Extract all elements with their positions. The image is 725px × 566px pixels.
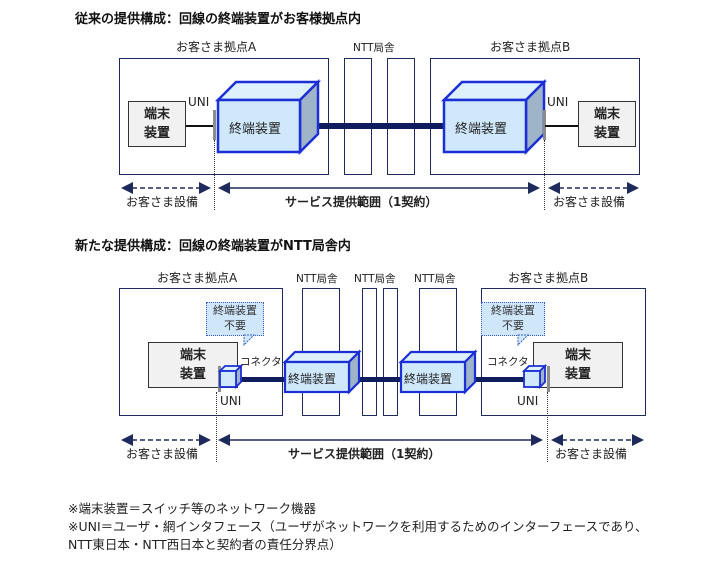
service-scope-label: サービス提供範囲（1契約）	[285, 195, 438, 209]
termination-device-b-label: 終端装置	[455, 122, 508, 137]
termination-device-office-a	[282, 349, 362, 395]
bubble-line-2: 不要	[502, 319, 524, 332]
bubble-tail-a	[243, 334, 256, 347]
site-b-label-2: お客さま拠点B	[508, 271, 589, 285]
note-uni: ※UNI＝ユーザ・網インタフェース（ユーザがネットワークを利用するためのインター…	[68, 519, 648, 534]
bubble-line-2: 不要	[224, 319, 246, 332]
bubble-line-1: 終端装置	[491, 304, 535, 317]
connector-label-b: コネクタ	[487, 356, 529, 368]
termination-device-office-b	[398, 349, 478, 395]
connector-b	[521, 363, 548, 390]
ntt-office-mid-2	[383, 288, 398, 416]
terminal-label-2: 装置	[593, 126, 620, 141]
bubble-line-1: 終端装置	[213, 304, 257, 317]
uni-point-b-2	[547, 366, 550, 392]
boundary-line-a	[214, 140, 215, 210]
ntt-office-mid-1	[362, 288, 377, 416]
no-device-needed-bubble-b: 終端装置不要	[481, 302, 545, 336]
uni-link-a	[186, 125, 214, 127]
customer-equipment-label-b: お客さま設備	[553, 195, 626, 209]
terminal-device-a: 端末装置	[128, 101, 186, 147]
terminal-label-1: 端末	[143, 107, 170, 122]
ntt-office-label-2: NTT局舎	[354, 273, 396, 285]
bubble-tail-b	[517, 334, 530, 347]
uni-label-a-2: UNI	[220, 394, 242, 408]
boundary-line-b	[544, 140, 545, 210]
ntt-office-label-1: NTT局舎	[296, 273, 338, 285]
uni-label-b: UNI	[547, 95, 569, 109]
site-b-label: お客さま拠点B	[490, 40, 571, 54]
connector-label-a: コネクタ	[240, 356, 282, 368]
ntt-office-2	[387, 58, 415, 175]
termination-device-a-label: 終端装置	[229, 122, 282, 137]
terminal-label-2: 装置	[564, 367, 591, 382]
boundary-line-a-2	[216, 392, 217, 462]
service-scope-label-2: サービス提供範囲（1契約）	[288, 447, 441, 461]
no-device-needed-bubble-a: 終端装置不要	[206, 302, 264, 336]
note-uni-continued: NTT東日本・NTT西日本と契約者の責任分界点）	[68, 537, 342, 552]
uni-label-a: UNI	[188, 95, 210, 109]
terminal-label-2: 装置	[143, 126, 170, 141]
uni-point-a	[213, 110, 216, 140]
ntt-office-label-3: NTT局舎	[414, 273, 456, 285]
termination-device-a	[214, 78, 322, 156]
uni-point-b	[543, 110, 546, 140]
termination-device-office-b-label: 終端装置	[404, 372, 453, 386]
terminal-label-1: 端末	[179, 348, 206, 363]
boundary-line-b-2	[547, 392, 548, 462]
customer-equipment-label-b-2: お客さま設備	[555, 447, 628, 461]
network-line-2	[240, 377, 530, 382]
customer-equipment-label-a-2: お客さま設備	[126, 447, 199, 461]
ntt-office-1	[344, 58, 372, 175]
uni-label-b-2: UNI	[517, 394, 539, 408]
terminal-label-1: 端末	[564, 348, 591, 363]
uni-link-b	[545, 125, 578, 127]
ntt-office-label: NTT局舎	[353, 42, 395, 54]
terminal-label-1: 端末	[593, 107, 620, 122]
terminal-device-b: 端末装置	[578, 101, 636, 147]
termination-device-office-a-label: 終端装置	[288, 372, 337, 386]
customer-equipment-label-a: お客さま設備	[126, 195, 199, 209]
connector-a	[217, 363, 244, 390]
conventional-title: 従来の提供構成：回線の終端装置がお客様拠点内	[75, 12, 362, 27]
network-line	[310, 123, 454, 129]
site-a-label: お客さま拠点A	[176, 40, 257, 54]
new-title: 新たな提供構成：回線の終端装置がNTT局舎内	[75, 239, 351, 254]
site-a-label-2: お客さま拠点A	[157, 271, 238, 285]
note-terminal-device: ※端末装置＝スイッチ等のネットワーク機器	[68, 501, 316, 516]
terminal-label-2: 装置	[179, 367, 206, 382]
